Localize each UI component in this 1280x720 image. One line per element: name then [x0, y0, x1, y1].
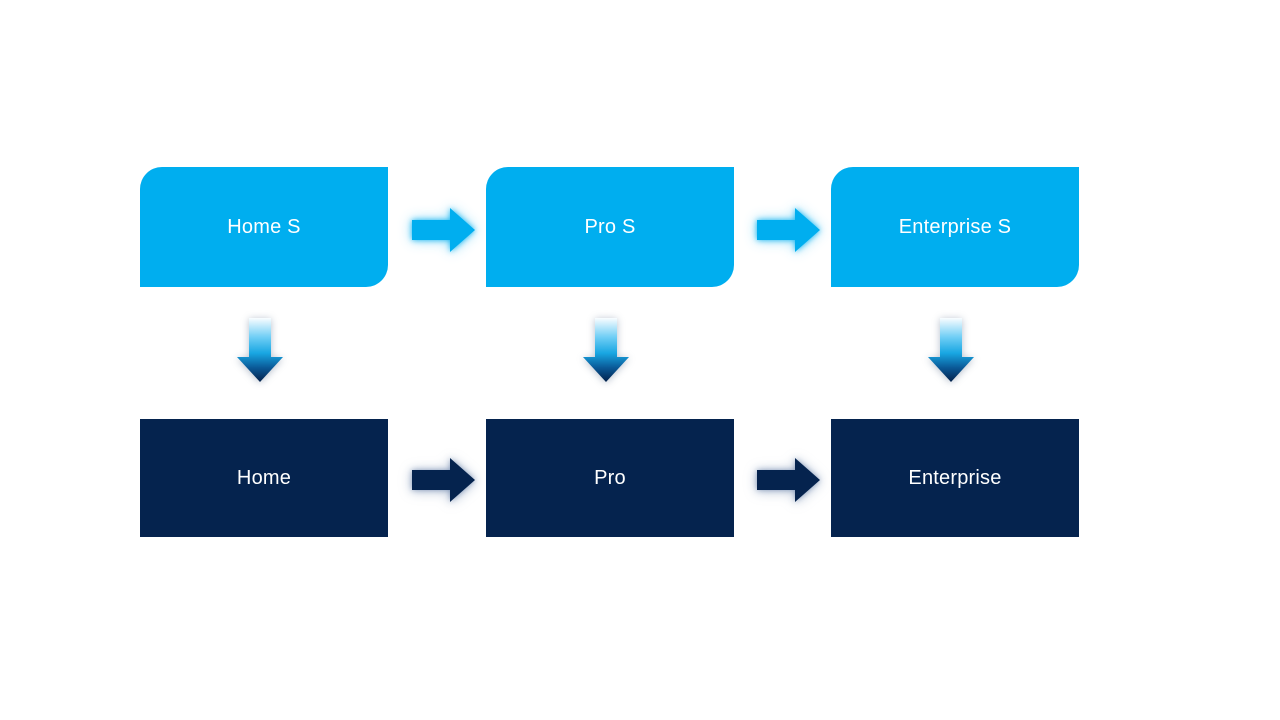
node-label: Enterprise — [908, 467, 1002, 489]
right-arrow-icon — [757, 208, 820, 252]
node-home-s: Home S — [140, 167, 388, 287]
node-label: Home S — [227, 216, 301, 238]
down-arrow-icon — [928, 318, 974, 382]
down-arrow-icon — [237, 318, 283, 382]
node-label: Enterprise S — [898, 216, 1012, 238]
node-enterprise-s: Enterprise S — [831, 167, 1079, 287]
node-label: Pro — [594, 467, 626, 489]
node-label: Pro S — [584, 216, 636, 238]
down-arrow-icon — [583, 318, 629, 382]
right-arrow-icon — [412, 208, 475, 252]
node-home: Home — [140, 419, 388, 537]
node-pro: Pro — [486, 419, 734, 537]
right-arrow-icon — [757, 458, 820, 502]
node-pro-s: Pro S — [486, 167, 734, 287]
node-enterprise: Enterprise — [831, 419, 1079, 537]
right-arrow-icon — [412, 458, 475, 502]
node-label: Home — [236, 467, 292, 489]
